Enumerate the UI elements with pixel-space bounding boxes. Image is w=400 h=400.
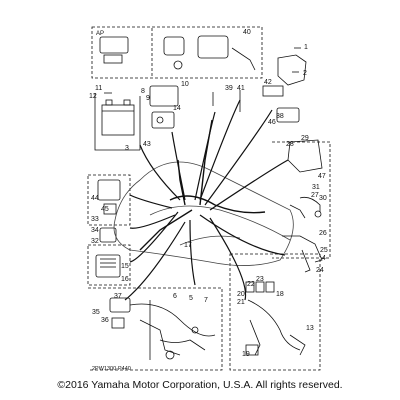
copyright-footer: ©2016 Yamaha Motor Corporation, U.S.A. A… [57,379,343,391]
callout-43: 43 [143,141,151,148]
callout-4: 4 [322,255,326,262]
callout-11: 11 [95,85,102,92]
callout-5: 5 [189,295,193,302]
ap-kit-box [91,26,263,79]
callout-23: 23 [256,276,264,283]
electrical-parts-diagram: AP 1 2 3 4 5 6 7 8 9 10 11 12 13 14 15 1… [87,26,331,372]
callout-25: 25 [320,247,328,254]
callout-28: 28 [286,141,294,148]
callout-42: 42 [264,79,272,86]
starter-relay [149,85,179,129]
callout-47: 47 [318,173,326,180]
sub-harness [245,281,306,356]
callout-44: 44 [91,195,99,202]
left-parts-box [88,287,223,371]
callout-19: 19 [242,351,250,358]
callout-14: 14 [173,105,181,112]
callout-6: 6 [173,293,177,300]
harness-box-bottom [229,253,321,371]
callout-30: 30 [319,195,327,202]
rectifier-box [87,244,131,286]
callout-38: 38 [276,113,284,120]
callout-9: 9 [146,95,150,102]
cdi-unit-right [287,139,323,173]
callout-27: 27 [311,192,319,199]
callout-31: 31 [312,184,320,191]
callout-22: 22 [247,281,255,288]
callout-18: 18 [276,291,284,298]
callout-45: 45 [101,206,109,213]
callout-3: 3 [125,145,129,152]
callout-16: 16 [121,276,129,283]
regulator-top-right [277,54,307,86]
callout-37: 37 [114,293,122,300]
callout-10: 10 [181,81,189,88]
callout-41: 41 [237,85,245,92]
callout-7: 7 [204,297,208,304]
drawing-code: 2PW1300-P440 [92,366,131,372]
callout-17: 17 [184,242,192,249]
main-wiring-harness [139,119,266,251]
ap-label: AP [96,31,104,37]
engine-harness [109,297,216,360]
harness-box-right [272,141,331,259]
callout-21: 21 [237,299,245,306]
callout-32: 32 [91,238,99,245]
callout-20: 20 [237,291,245,298]
callout-15: 15 [121,263,129,270]
callout-24: 24 [316,267,324,274]
rectifier-regulator [95,254,121,278]
callout-33: 33 [91,216,99,223]
battery [101,99,135,136]
callout-39: 39 [225,85,233,92]
callout-35: 35 [92,309,100,316]
callout-26: 26 [319,230,327,237]
callout-13: 13 [306,325,314,332]
callout-2: 2 [303,70,307,77]
callout-1: 1 [304,44,308,51]
callout-46: 46 [268,119,276,126]
leader-lines [124,99,289,301]
callout-40: 40 [243,29,251,36]
callout-36: 36 [101,317,109,324]
callout-29: 29 [301,135,309,142]
callout-34: 34 [91,227,99,234]
callout-12: 12 [89,93,97,100]
cdi-box-left [87,174,131,226]
callout-8: 8 [141,88,145,95]
